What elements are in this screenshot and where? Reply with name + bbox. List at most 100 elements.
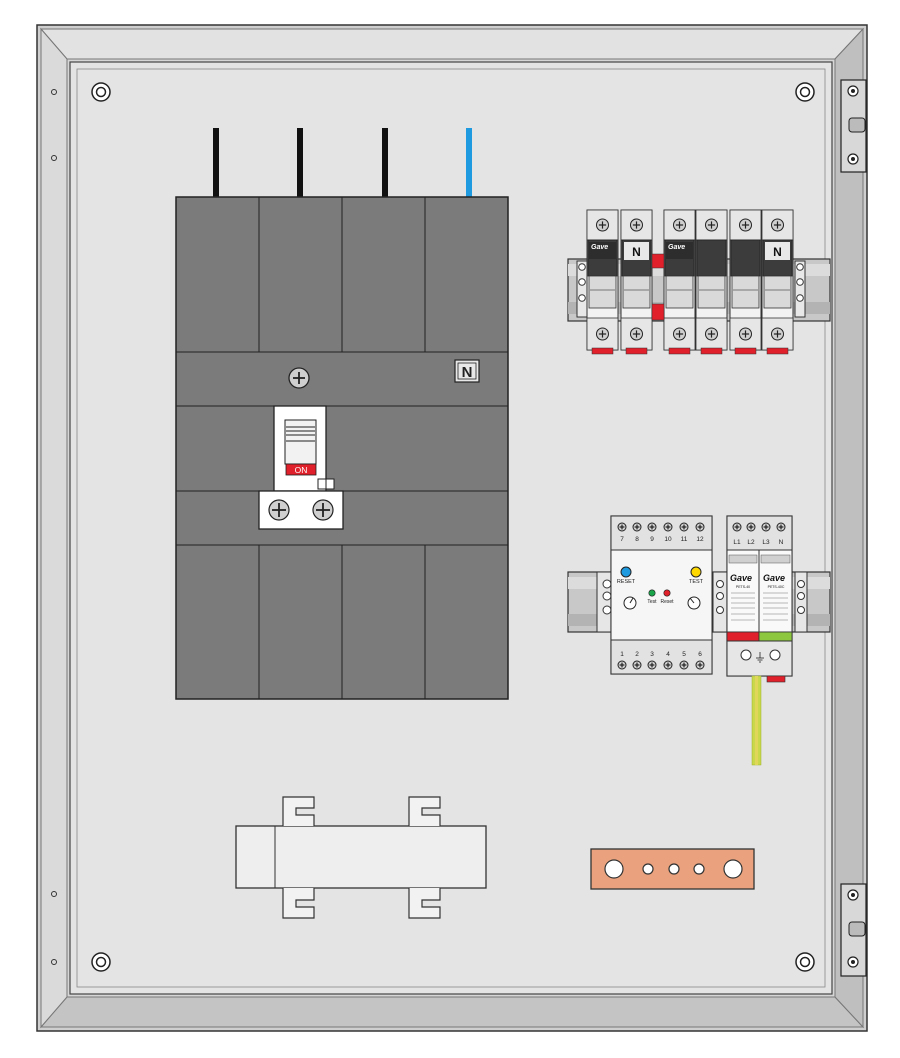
hinge-top	[840, 79, 867, 173]
phase-cable-l2	[297, 128, 303, 197]
fuse-release-tab	[668, 347, 691, 355]
fuse-brand-label: Gave	[591, 244, 608, 251]
switch-on-indicator	[285, 463, 317, 476]
spd-model-right: PETS-40C	[768, 585, 785, 589]
terminal-screw-icon	[739, 218, 752, 232]
breaker-screw-icon	[288, 367, 310, 389]
phase-cable-l3	[382, 128, 388, 197]
mounting-hole-icon	[91, 952, 111, 972]
spd-terminal-label: L1	[733, 539, 741, 546]
test-button[interactable]	[690, 566, 702, 578]
terminal-screw-icon	[673, 218, 686, 232]
terminal-screw-icon	[663, 660, 673, 670]
terminal-screw-icon	[673, 327, 686, 341]
neutral-mark-icon: N	[454, 359, 480, 383]
status-window-red	[726, 631, 760, 642]
relay-bottom-terminal-label: 5	[682, 651, 686, 658]
fuse-holder-n2[interactable]: N	[761, 209, 794, 355]
relay-bottom-terminal-label: 6	[698, 651, 702, 658]
terminal-screw-icon	[632, 660, 642, 670]
led-reset-label: Reset	[660, 599, 674, 605]
terminal-screw-icon	[695, 660, 705, 670]
busbar-hole	[668, 863, 680, 875]
spd-model-left: PETS-40	[736, 585, 750, 589]
relay-top-terminal-label: 12	[696, 536, 704, 543]
fuse-holder-group: Gave N Gave N	[576, 209, 806, 355]
spd-terminal-label: L2	[747, 539, 755, 546]
led-test-label: Test	[647, 599, 657, 605]
frame-rivet-icon	[51, 959, 57, 965]
relay-bottom-terminal-label: 3	[650, 651, 654, 658]
terminal-screw-icon	[732, 522, 742, 532]
fuse-link-red-top	[651, 253, 665, 269]
reset-label: RESET	[617, 579, 636, 585]
phase-cable-l1	[213, 128, 219, 197]
breaker-switch[interactable]: ON	[273, 405, 335, 492]
neutral-fuse-label: N	[773, 245, 782, 259]
frame-rivet-icon	[51, 89, 57, 95]
fuse-holder-l1b[interactable]: Gave	[663, 209, 696, 355]
earth-symbol-icon	[756, 652, 764, 663]
neutral-mark-label: N	[462, 364, 473, 381]
status-window-green	[758, 631, 793, 642]
terminal-screw-icon	[630, 218, 643, 232]
fuse-release-tab	[734, 347, 757, 355]
busbar-hole	[693, 863, 705, 875]
relay-bottom-terminal-label: 4	[666, 651, 670, 658]
relay-top-terminal-label: 10	[664, 536, 672, 543]
terminal-screw-icon	[596, 218, 609, 232]
busbar-hole	[642, 863, 654, 875]
sensitivity-dial-icon[interactable]	[687, 596, 701, 610]
breaker-terminal-block	[258, 490, 344, 530]
frame-rivet-icon	[51, 155, 57, 161]
fuse-cap	[730, 239, 761, 277]
spd-brand-right: Gave	[763, 573, 785, 583]
switch-state-label: ON	[295, 465, 308, 475]
busbar-hole	[604, 859, 624, 879]
fuse-holder-l1[interactable]: Gave	[586, 209, 619, 355]
fuse-brand-label: Gave	[668, 244, 685, 251]
mounting-hole-icon	[795, 82, 815, 102]
terminal-screw-icon	[771, 327, 784, 341]
fuse-release-tab	[766, 347, 789, 355]
relay-bottom-terminal-label: 1	[620, 651, 624, 658]
test-led-icon	[648, 589, 656, 597]
terminal-screw-icon	[663, 522, 673, 532]
terminal-screw-icon	[596, 327, 609, 341]
relay-top-terminal-label: 11	[681, 536, 688, 543]
fuse-release-tab	[700, 347, 723, 355]
mounting-hole-icon	[91, 82, 111, 102]
terminal-screw-icon	[312, 499, 334, 521]
terminal-screw-icon	[630, 327, 643, 341]
terminal-screw-icon	[647, 522, 657, 532]
terminal-screw-icon	[705, 327, 718, 341]
terminal-screw-icon	[776, 522, 786, 532]
spd-terminal-label: L3	[762, 539, 770, 546]
time-dial-icon[interactable]	[623, 596, 637, 610]
reset-button[interactable]	[620, 566, 632, 578]
fuse-holder-n1[interactable]: N	[620, 209, 653, 355]
terminal-screw-icon	[268, 499, 290, 521]
fuse-holder-l2[interactable]	[695, 209, 728, 355]
frame-rivet-icon	[51, 891, 57, 897]
terminal-screw-icon	[695, 522, 705, 532]
fuse-release-tab	[625, 347, 648, 355]
main-breaker: N ON	[175, 196, 509, 700]
terminal-screw-icon	[617, 522, 627, 532]
terminal-screw-icon	[632, 522, 642, 532]
fuse-release-tab	[591, 347, 614, 355]
terminal-screw-icon	[761, 522, 771, 532]
neutral-fuse-label: N	[632, 245, 641, 259]
relay-top-terminal-label: 9	[650, 536, 654, 543]
end-stop-right	[794, 260, 806, 318]
relay-bottom-terminal-label: 2	[635, 651, 639, 658]
neutral-terminal-block	[235, 796, 487, 919]
relay-top-terminal-label: 8	[635, 536, 639, 543]
fuse-holder-l3[interactable]	[729, 209, 762, 355]
fuse-cap	[696, 239, 727, 277]
terminal-screw-icon	[771, 218, 784, 232]
terminal-screw-icon	[746, 522, 756, 532]
fuse-link-red-bottom	[651, 303, 665, 321]
